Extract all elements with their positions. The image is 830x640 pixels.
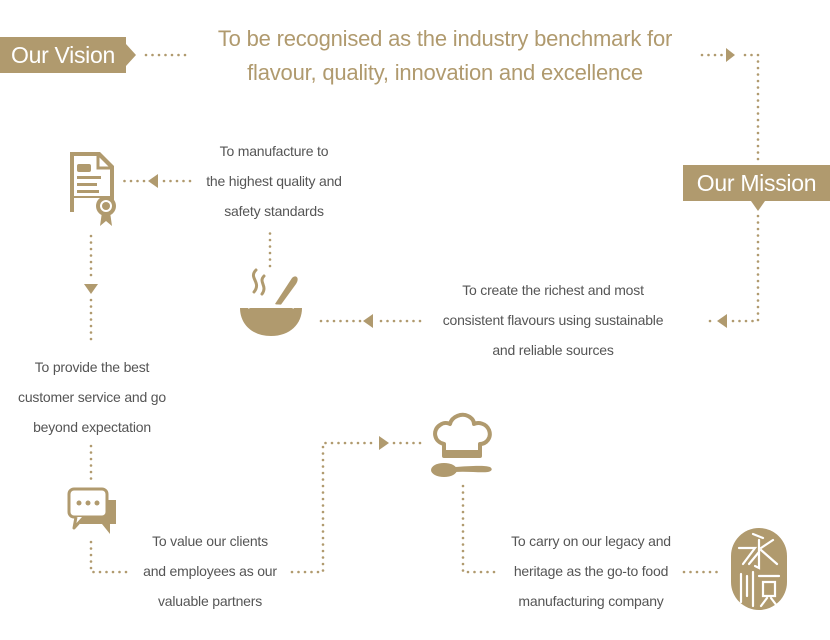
mission-step-service: To provide the best customer service and… [0, 352, 184, 442]
connector-mission-down [728, 214, 760, 323]
vision-label: Our Vision [0, 37, 126, 73]
mission-step-flavours: To create the richest and most consisten… [420, 275, 686, 365]
bowl-icon [240, 268, 302, 336]
mission-step-partners: To value our clients and employees as ou… [126, 526, 294, 616]
mission-label-text: Our Mission [696, 169, 817, 196]
arrow-down-icon [84, 284, 98, 294]
step-line: and reliable sources [492, 342, 614, 358]
mission-label: Our Mission [683, 165, 830, 201]
chef-hat-spoon-icon [431, 412, 492, 477]
step-line: and employees as our [143, 563, 277, 579]
mission-step-legacy: To carry on our legacy and heritage as t… [496, 526, 686, 616]
step-line: beyond expectation [33, 419, 151, 435]
chat-icon [67, 487, 116, 534]
step-line: To carry on our legacy and [511, 533, 671, 549]
step-line: safety standards [224, 203, 324, 219]
step-line: To create the richest and most [462, 282, 644, 298]
step-line: To manufacture to [219, 143, 329, 159]
step-line: heritage as the go-to food [513, 563, 669, 579]
arrow-left-icon [148, 174, 158, 188]
step-line: To provide the best [34, 359, 150, 375]
step-line: the highest quality and [206, 173, 342, 189]
vision-label-text: Our Vision [11, 41, 115, 68]
certificate-icon [70, 152, 116, 226]
connector-to-mission [743, 53, 760, 162]
arrow-left-icon [717, 314, 727, 328]
arrow-right-icon [726, 48, 735, 62]
step-line: customer service and go [18, 389, 166, 405]
step-line: valuable partners [158, 593, 262, 609]
vision-line-2: flavour, quality, innovation and excelle… [247, 60, 643, 85]
step-line: To value our clients [152, 533, 268, 549]
logo-seal [731, 528, 787, 610]
vision-line-1: To be recognised as the industry benchma… [217, 26, 673, 51]
connector-chef-down [461, 484, 502, 574]
arrow-right-icon [379, 436, 389, 450]
connector-step4-right [290, 441, 376, 574]
step-line: manufacturing company [518, 593, 664, 609]
arrow-left-icon [363, 314, 373, 328]
connector-chat-down [89, 540, 132, 574]
step-line: consistent flavours using sustainable [442, 312, 664, 328]
vision-statement: To be recognised as the industry benchma… [170, 22, 720, 90]
mission-step-quality: To manufacture to the highest quality an… [184, 136, 364, 226]
